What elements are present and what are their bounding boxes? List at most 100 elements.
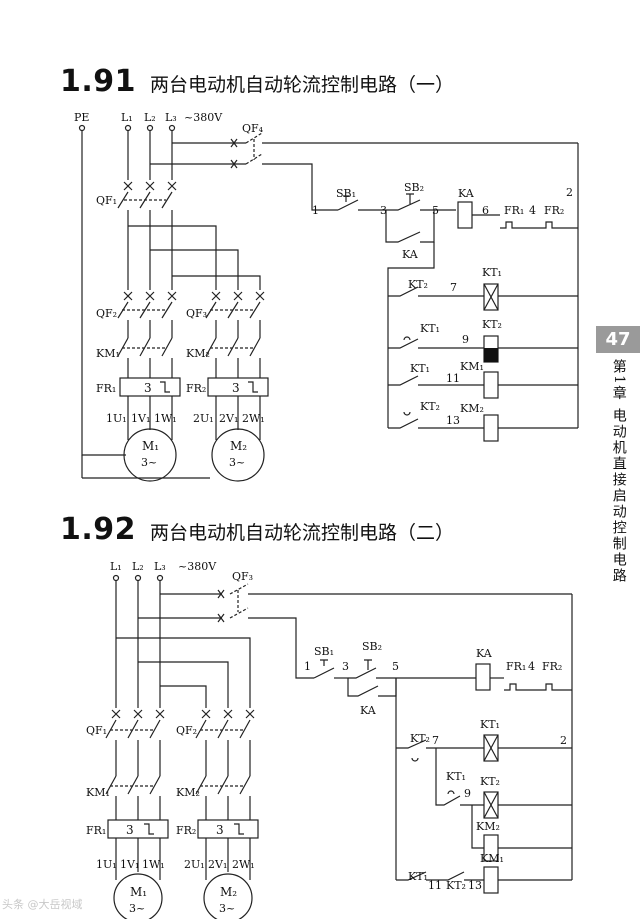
m2-phase: 3~ <box>219 902 235 915</box>
l1-label: L₁ <box>110 560 122 573</box>
km1-coil <box>483 866 499 894</box>
km2-label: KM₂ <box>176 786 200 799</box>
kt1-label: KT₁ <box>480 718 500 731</box>
w1-label: 1W₁ <box>154 412 177 425</box>
fr2c-label: FR₂ <box>544 204 564 217</box>
node-2: 2 <box>560 734 567 747</box>
l2-label: L₂ <box>144 111 156 124</box>
fr1-label: FR₁ <box>96 382 116 395</box>
node-11: 11 <box>428 879 442 892</box>
sb1-label: SB₁ <box>336 187 356 200</box>
pe-line <box>81 131 126 456</box>
taps-to-qf4 <box>150 142 236 165</box>
kt1c-label: KT₁ <box>420 322 440 335</box>
section-title: 两台电动机自动轮流控制电路（二） <box>150 522 455 544</box>
qf4-label: QF₄ <box>242 122 264 135</box>
l2-terminal <box>146 124 154 132</box>
chapter-title: 第1章 电动机直接启动控制电路 <box>610 359 627 585</box>
qf3-label: QF₃ <box>232 570 253 583</box>
fr2-box <box>197 819 259 839</box>
section-heading-1-92: 1.92 两台电动机自动轮流控制电路（二） <box>60 512 454 547</box>
ka-label: KA <box>458 187 475 200</box>
motor-m2 <box>203 873 253 919</box>
km2-coil <box>483 414 499 442</box>
l1-terminal <box>124 124 132 132</box>
fr2c-label: FR₂ <box>542 660 562 673</box>
ka-label: KA <box>476 647 493 660</box>
v2-label: 2V₁ <box>219 412 238 425</box>
node-11: 11 <box>446 372 460 385</box>
section-heading-1-91: 1.91 两台电动机自动轮流控制电路（一） <box>60 64 454 99</box>
node-13: 13 <box>446 414 460 427</box>
fr2-label: FR₂ <box>186 382 206 395</box>
fr1-num: 3 <box>144 381 152 395</box>
fr1-label: FR₁ <box>86 824 106 837</box>
voltage-label: ~380V <box>178 560 217 573</box>
kt2c2-label: KT₂ <box>420 400 440 413</box>
km1-coil <box>483 371 499 399</box>
kt1-coil <box>483 283 499 311</box>
km2c-label: KM₂ <box>460 402 484 415</box>
section-title: 两台电动机自动轮流控制电路（一） <box>150 74 455 96</box>
fr1c-label: FR₁ <box>504 204 524 217</box>
ka-coil <box>457 201 473 229</box>
qf2-label: QF₂ <box>96 307 117 320</box>
watermark: 头条 @大岳视域 <box>2 898 83 911</box>
node-13: 13 <box>468 879 482 892</box>
l3-terminal <box>168 124 176 132</box>
km1-label: KM₁ <box>86 786 110 799</box>
km1-label: KM₁ <box>96 347 120 360</box>
km1c-label: KM₁ <box>480 852 504 865</box>
node-4: 4 <box>529 204 536 217</box>
voltage-label: ~380V <box>184 111 223 124</box>
kt2-coil <box>483 791 499 819</box>
node-3: 3 <box>380 204 387 217</box>
m2-phase: 3~ <box>229 456 245 469</box>
node-7: 7 <box>450 281 457 294</box>
ka-contact-label: KA <box>360 704 377 717</box>
qf1-label: QF₁ <box>86 724 107 737</box>
km2-label: KM₂ <box>186 347 210 360</box>
sb1-label: SB₁ <box>314 645 334 658</box>
m1-phase: 3~ <box>141 456 157 469</box>
fr1-num: 3 <box>126 823 134 837</box>
v1-label: 1V₁ <box>131 412 150 425</box>
kt2c-label: KT₂ <box>410 732 430 745</box>
sb2-label: SB₂ <box>404 181 424 194</box>
qf1-label: QF₁ <box>96 194 117 207</box>
pe-label: PE <box>74 111 89 124</box>
node-1: 1 <box>304 660 311 673</box>
kt1-coil <box>483 734 499 762</box>
fr2-label: FR₂ <box>176 824 196 837</box>
w2-label: 2W₁ <box>242 412 265 425</box>
section-number: 1.91 <box>60 64 137 99</box>
kt2-label: KT₂ <box>482 318 502 331</box>
l3-label: L₃ <box>154 560 166 573</box>
km2c-label: KM₂ <box>476 820 500 833</box>
w1-label: 1W₁ <box>142 858 165 871</box>
kt2c2-label: KT₂ <box>446 879 466 892</box>
kt1c2-label: KT₁ <box>408 870 428 883</box>
motor-m2 <box>211 428 265 482</box>
node-9: 9 <box>464 787 471 800</box>
chapter-side-tab: 47 第1章 电动机直接启动控制电路 <box>596 326 640 584</box>
node-3: 3 <box>342 660 349 673</box>
motor-m1 <box>113 873 163 919</box>
m1-label: M₁ <box>142 439 159 453</box>
node-4: 4 <box>528 660 535 673</box>
l1-label: L₁ <box>121 111 133 124</box>
l2-label: L₂ <box>132 560 144 573</box>
fr2-num: 3 <box>216 823 224 837</box>
pe-terminal <box>78 124 86 132</box>
fr2-num: 3 <box>232 381 240 395</box>
m2-label: M₂ <box>220 885 237 899</box>
node-5: 5 <box>432 204 439 217</box>
qf2-label: QF₂ <box>176 724 197 737</box>
u1-label: 1U₁ <box>106 412 127 425</box>
section-number: 1.92 <box>60 512 137 547</box>
ka-contact-label: KA <box>402 248 419 261</box>
v1-label: 1V₁ <box>120 858 139 871</box>
w2-label: 2W₁ <box>232 858 255 871</box>
u2-label: 2U₁ <box>184 858 205 871</box>
